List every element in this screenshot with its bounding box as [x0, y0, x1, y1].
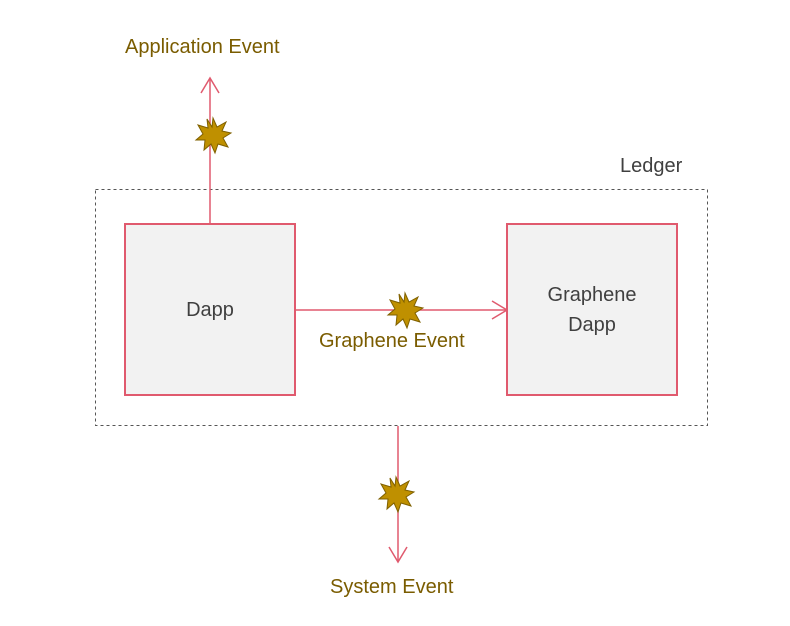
- graphene-dapp-node: Graphene Dapp: [506, 223, 678, 396]
- system-event-label: System Event: [330, 576, 454, 598]
- graphene-dapp-node-label: Graphene Dapp: [547, 283, 637, 336]
- dapp-node: Dapp: [124, 223, 296, 396]
- system-event-burst-icon: [378, 476, 415, 513]
- graphene-event-label: Graphene Event: [319, 330, 465, 352]
- application-event-arrow: [200, 76, 220, 224]
- dapp-node-label: Dapp: [186, 298, 234, 321]
- ledger-label: Ledger: [620, 155, 683, 177]
- ledger-container: [95, 189, 708, 426]
- application-event-label: Application Event: [125, 36, 280, 58]
- graphene-event-burst-icon: [387, 292, 424, 329]
- application-event-burst-icon: [195, 117, 232, 154]
